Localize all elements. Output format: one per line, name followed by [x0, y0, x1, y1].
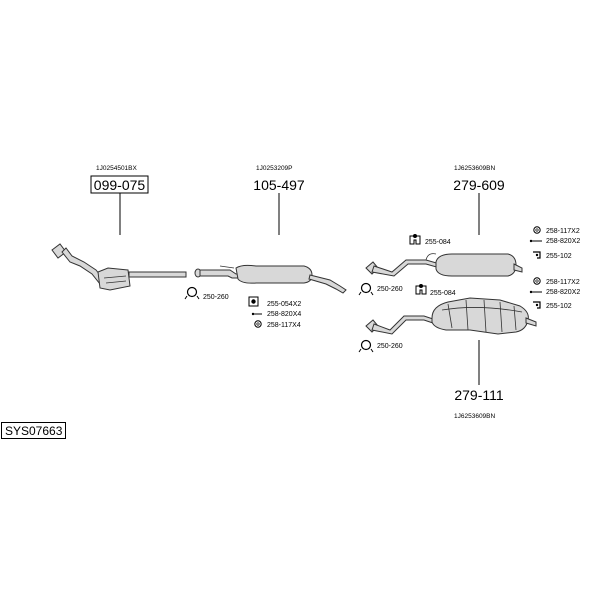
clamp-icon: [358, 339, 374, 353]
hanger-icon: [415, 284, 427, 295]
fitting-label-l[interactable]: 258-820X2: [546, 289, 580, 296]
oem-number-4: 1J6253609BN: [454, 413, 496, 420]
nut-icon: [254, 320, 262, 328]
fitting-label-e[interactable]: 255-084: [425, 239, 451, 246]
fitting-label-j[interactable]: 255-084: [430, 290, 456, 297]
bolt-icon: [529, 239, 542, 243]
middle-silencer-part[interactable]: [194, 264, 347, 294]
fitting-label-h[interactable]: 258-820X2: [546, 238, 580, 245]
rear-silencer-part[interactable]: [365, 253, 523, 277]
oem-number-1: 1J0254501BX: [96, 165, 138, 172]
bolt-icon: [529, 290, 542, 294]
fitting-label-d[interactable]: 258-117X4: [267, 322, 301, 329]
clamp-icon: [358, 282, 374, 296]
fitting-label-b[interactable]: 255-054X2: [267, 301, 301, 308]
hanger-icon: [248, 296, 259, 307]
fitting-label-m[interactable]: 255-102: [546, 303, 572, 310]
part-number-1[interactable]: 099-075: [94, 177, 146, 193]
oem-number-3: 1J6253609BN: [454, 165, 496, 172]
nut-icon: [533, 277, 541, 285]
fitting-label-i[interactable]: 255-102: [546, 253, 572, 260]
fitting-label-k[interactable]: 258-117X2: [546, 279, 580, 286]
fitting-label-c[interactable]: 258-820X4: [267, 311, 301, 318]
part-number-3[interactable]: 279-609: [453, 177, 505, 193]
rear-silencer-alt-part[interactable]: [365, 297, 537, 335]
fitting-label-f[interactable]: 250-260: [377, 286, 403, 293]
nut-icon: [533, 226, 541, 234]
part-number-2[interactable]: 105-497: [253, 177, 305, 193]
bracket-icon: [533, 301, 541, 309]
oem-number-2: 1J0253209P: [256, 165, 293, 172]
fitting-label-n[interactable]: 250-260: [377, 343, 403, 350]
fitting-label-g[interactable]: 258-117X2: [546, 228, 580, 235]
bracket-icon: [533, 251, 541, 259]
system-code: SYS07663: [1, 422, 67, 439]
part-number-4[interactable]: 279-111: [454, 387, 504, 403]
fitting-label-a[interactable]: 250-260: [203, 294, 229, 301]
catalytic-converter-part[interactable]: [51, 243, 187, 291]
hanger-icon: [409, 234, 421, 245]
clamp-icon: [184, 286, 200, 300]
bolt-icon: [251, 312, 262, 316]
